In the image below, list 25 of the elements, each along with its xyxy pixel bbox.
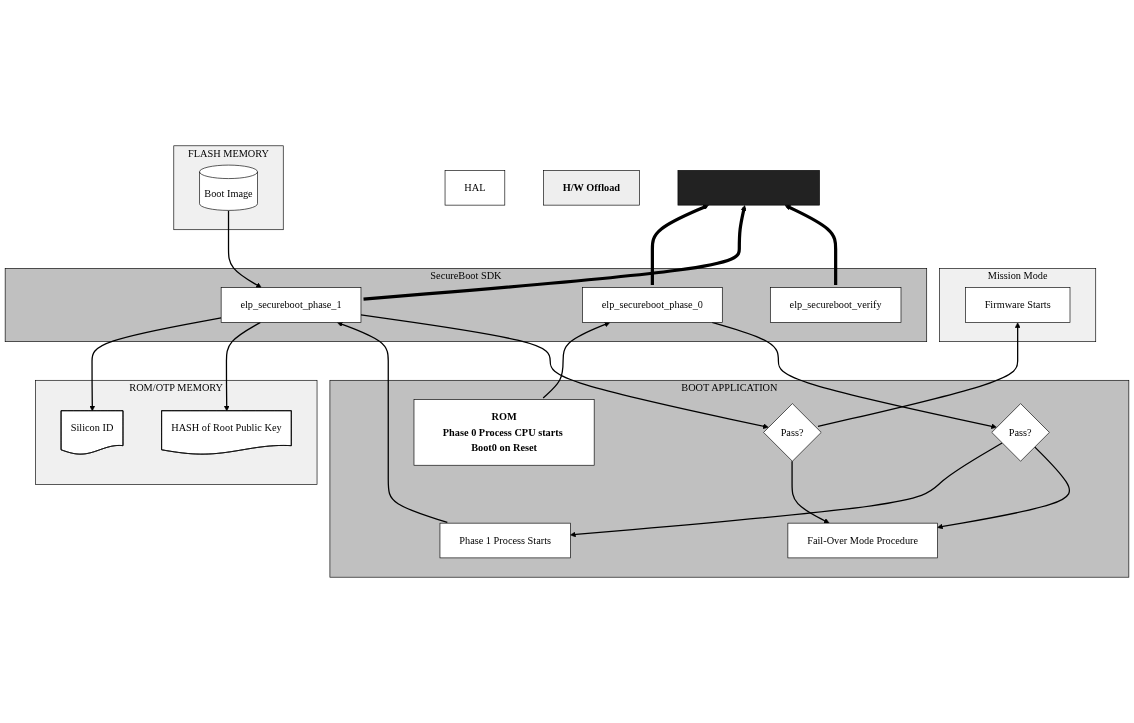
- node-box: Firmware Starts: [965, 287, 1071, 323]
- arrow: [360, 314, 769, 429]
- node-box: Phase 1 Process Starts: [439, 522, 571, 559]
- node-box: elp_secureboot_phase_0: [582, 287, 723, 323]
- arrow: [784, 204, 838, 286]
- node-box: Fail-Over Mode Procedure: [787, 522, 938, 559]
- arrow: [542, 321, 611, 399]
- arrow: [817, 322, 1021, 428]
- node-box: H/W Offload: [543, 170, 640, 206]
- node-box: HAL: [444, 170, 506, 206]
- arrow: [337, 321, 448, 524]
- arrow: [791, 460, 830, 524]
- node-box: elp_secureboot_verify: [770, 287, 902, 323]
- arrow: [227, 209, 262, 288]
- arrow: [570, 442, 1003, 538]
- arrow: [650, 204, 709, 286]
- node-diamond: Pass?: [763, 403, 822, 462]
- arrow: [89, 317, 222, 412]
- node-box: ROM Phase 0 Process CPU starts Boot0 on Reset: [413, 399, 595, 466]
- node-bar: [677, 170, 820, 206]
- arrow: [937, 446, 1071, 530]
- node-box: elp_secureboot_phase_1: [220, 287, 362, 323]
- arrow: [223, 321, 262, 412]
- arrow: [363, 205, 747, 301]
- node-diamond: Pass?: [991, 403, 1050, 462]
